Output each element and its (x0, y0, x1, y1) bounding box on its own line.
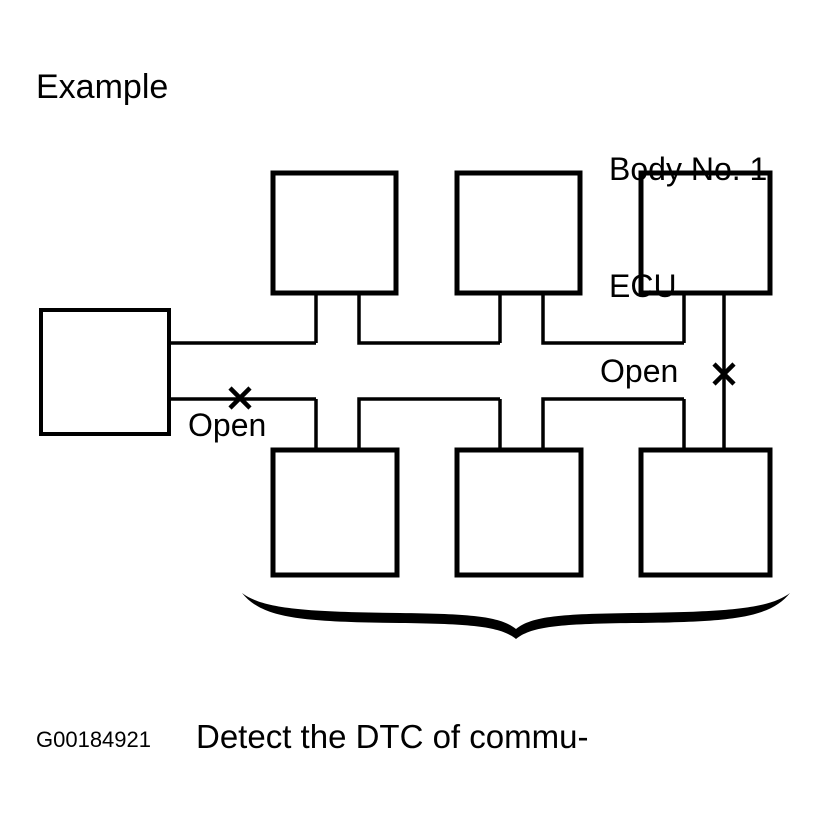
open-fault-right-label: Open (600, 353, 679, 389)
top-ecu-box-1 (270, 170, 399, 296)
open-fault-left-label: Open (188, 407, 267, 443)
body-ecu-callout-line2: ECU (609, 268, 677, 305)
connector-bottom1-right-stem (357, 397, 500, 450)
gateway-box (39, 308, 171, 436)
grouping-brace (242, 593, 790, 639)
open-fault-right-x-icon (712, 362, 736, 386)
top-ecu-box-3 (638, 170, 773, 296)
figure-id-code: G00184921 (36, 727, 151, 752)
open-fault-left-x-icon (228, 386, 252, 410)
connector-top1-right-stem (357, 293, 500, 345)
connector-bottom2-right-stem (541, 397, 684, 450)
bottom-ecu-box-1 (270, 447, 400, 578)
figure-caption-line1: Detect the DTC of commu- (196, 718, 589, 756)
bottom-ecu-box-3 (638, 447, 773, 578)
page-title: Example (36, 68, 169, 106)
body-ecu-callout: Body No. 1 ECU (609, 72, 767, 384)
bottom-ecu-box-2 (454, 447, 584, 578)
figure-caption: Detect the DTC of commu- nication stop o… (196, 633, 605, 828)
top-ecu-box-2 (454, 170, 583, 296)
body-ecu-callout-line1: Body No. 1 (609, 151, 768, 188)
connector-top2-right-stem (541, 293, 684, 345)
